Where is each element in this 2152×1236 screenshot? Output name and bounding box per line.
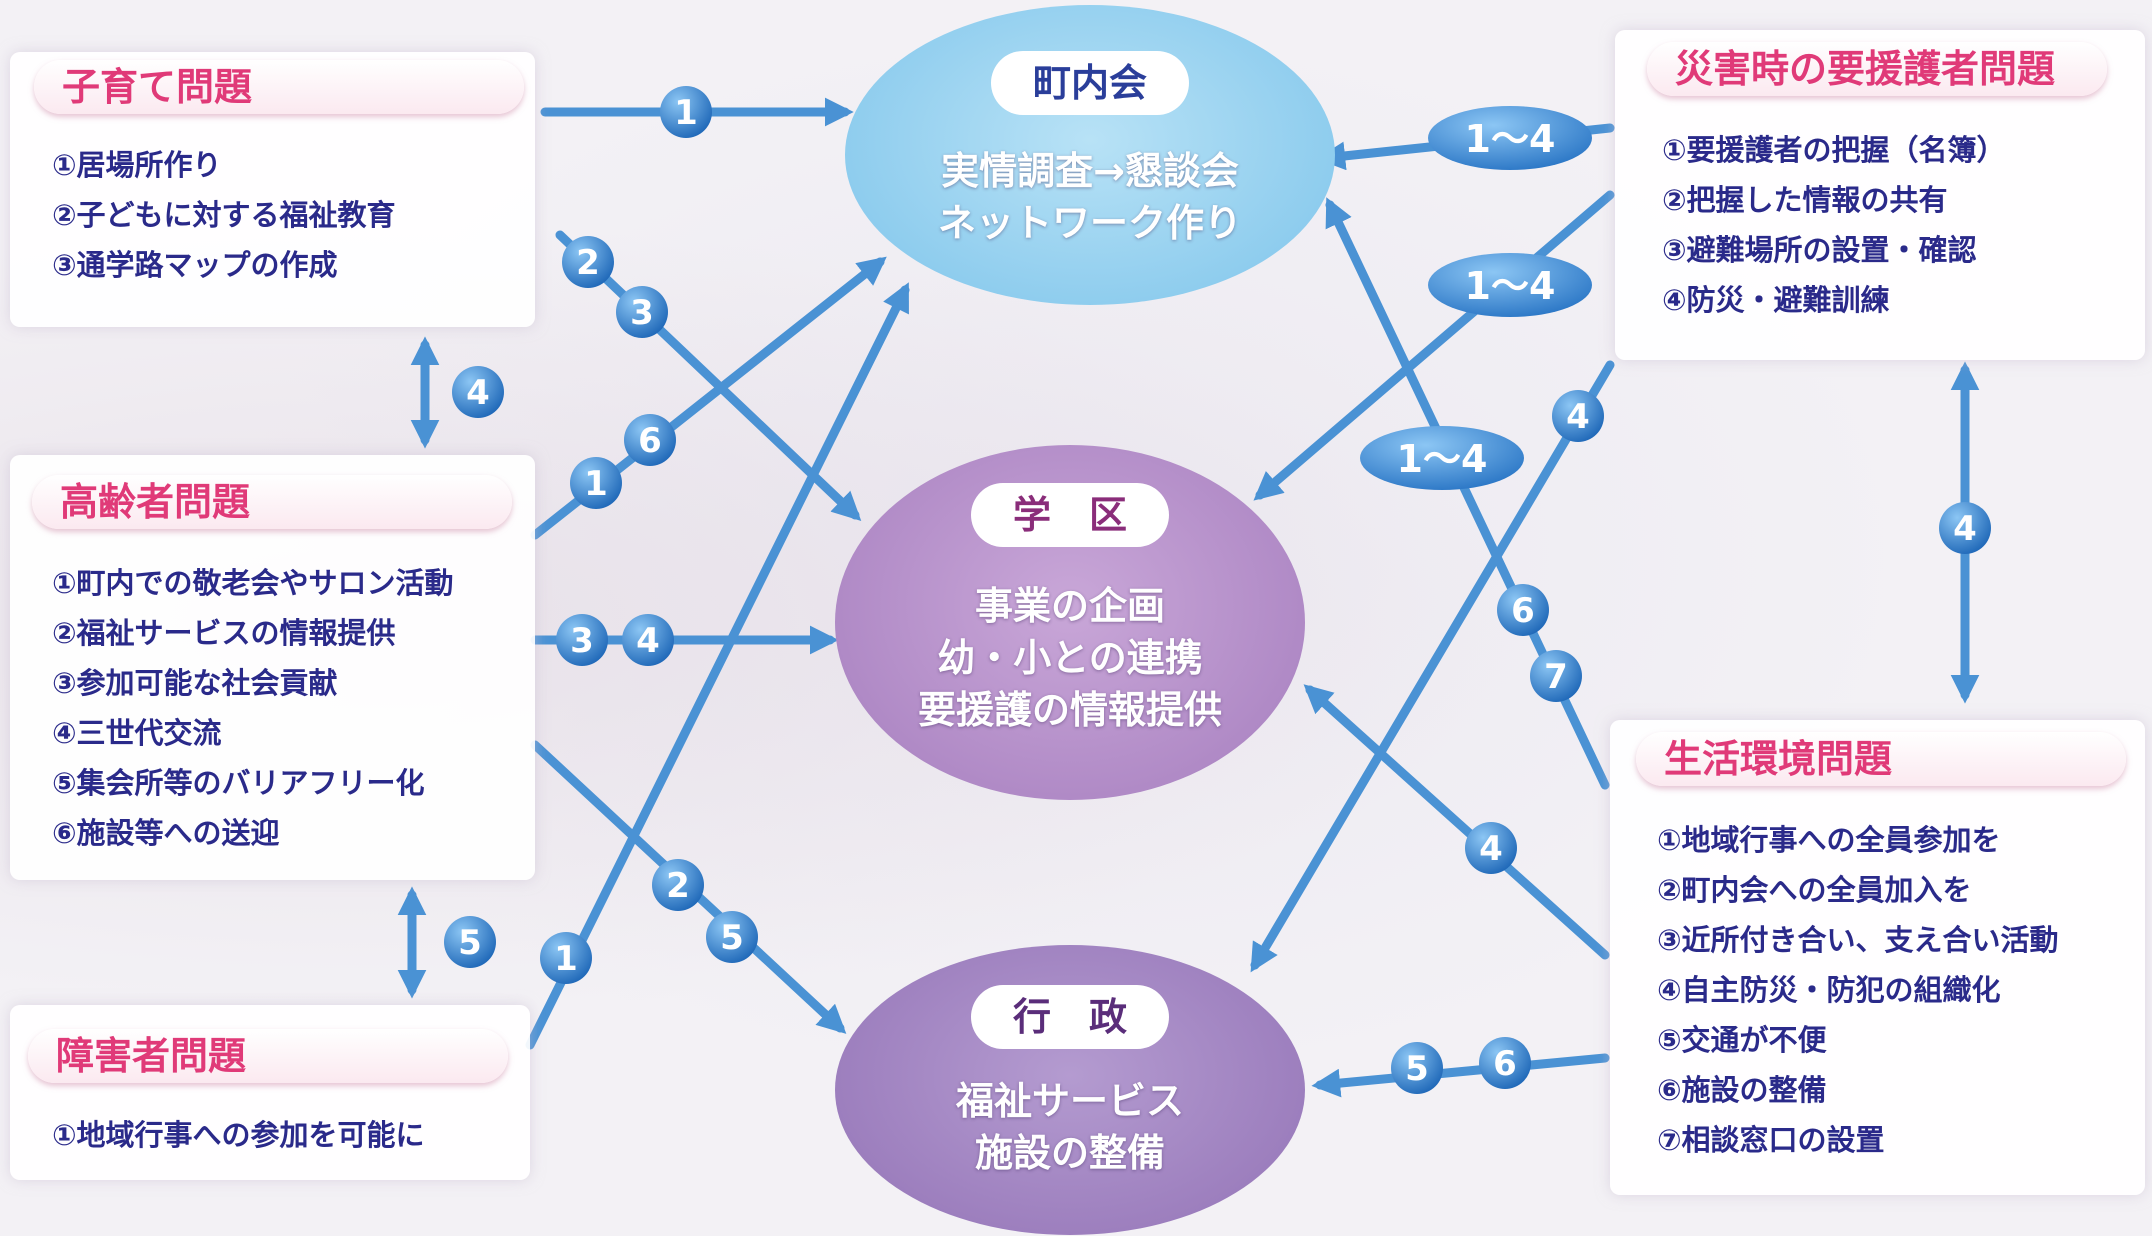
saigai-item-3: ③避難場所の設置・確認 bbox=[1662, 233, 1977, 267]
box-seikatsu: 生活環境問題 ①地域行事への全員参加を ②町内会への全員加入を ③近所付き合い、… bbox=[1610, 720, 2145, 1195]
box-koreisha: 高齢者問題 ①町内での敬老会やサロン活動 ②福祉サービスの情報提供 ③参加可能な… bbox=[10, 455, 535, 880]
badge-saigai-4: 4 bbox=[1552, 390, 1604, 442]
center-gyosei: 行 政 福祉サービス 施設の整備 bbox=[835, 945, 1305, 1235]
box-seikatsu-title: 生活環境問題 bbox=[1636, 732, 2126, 786]
center-gakku: 学 区 事業の企画 幼・小との連携 要援護の情報提供 bbox=[835, 445, 1305, 800]
gakku-line-3: 要援護の情報提供 bbox=[917, 688, 1222, 732]
badge-koreisha-3: 3 bbox=[556, 614, 608, 666]
svg-text:5: 5 bbox=[458, 923, 482, 963]
seikatsu-item-1: ①地域行事への全員参加を bbox=[1657, 823, 2001, 857]
chonaikai-line-2: ネットワーク作り bbox=[937, 201, 1242, 245]
badge-koreisha-2: 2 bbox=[652, 859, 704, 911]
svg-text:2: 2 bbox=[666, 866, 690, 906]
koreisha-item-6: ⑥施設等への送迎 bbox=[52, 816, 280, 850]
badge-seikatsu-4: 4 bbox=[1465, 822, 1517, 874]
box-saigai: 災害時の要援護者問題 ①要援護者の把握（名簿） ②把握した情報の共有 ③避難場所… bbox=[1615, 30, 2145, 360]
koreisha-item-4: ④三世代交流 bbox=[52, 716, 222, 750]
box-saigai-title: 災害時の要援護者問題 bbox=[1647, 42, 2107, 96]
saigai-item-2: ②把握した情報の共有 bbox=[1662, 183, 1948, 217]
seikatsu-item-5: ⑤交通が不便 bbox=[1657, 1023, 1827, 1057]
svg-text:2: 2 bbox=[576, 243, 600, 283]
badge-kosodate-3: 3 bbox=[616, 286, 668, 338]
kosodate-item-3: ③通学路マップの作成 bbox=[52, 248, 338, 282]
arrow-saigai-gakku bbox=[1253, 190, 1615, 501]
gyosei-line-1: 福祉サービス bbox=[955, 1079, 1184, 1123]
center-chonaikai: 町内会 実情調査→懇談会 ネットワーク作り bbox=[845, 5, 1335, 305]
svg-text:4: 4 bbox=[1566, 397, 1590, 437]
seikatsu-item-6: ⑥施設の整備 bbox=[1657, 1073, 1827, 1107]
box-shogaisha-title: 障害者問題 bbox=[28, 1029, 508, 1083]
gakku-title: 学 区 bbox=[970, 483, 1170, 547]
svg-text:4: 4 bbox=[1953, 509, 1977, 549]
svg-text:7: 7 bbox=[1544, 657, 1568, 697]
badge-shogaisha-1: 1 bbox=[540, 932, 592, 984]
svg-text:1～4: 1～4 bbox=[1465, 117, 1556, 161]
badge-seikatsu-5: 5 bbox=[1391, 1042, 1443, 1094]
saigai-item-4: ④防災・避難訓練 bbox=[1662, 283, 1890, 317]
box-koreisha-title: 高齢者問題 bbox=[32, 475, 512, 529]
arrow-kosodate-gakku bbox=[555, 230, 862, 521]
gakku-line-1: 事業の企画 bbox=[974, 584, 1165, 628]
kosodate-item-1: ①居場所作り bbox=[52, 148, 222, 182]
arrow-shogaisha-chonaikai bbox=[525, 282, 910, 1050]
svg-text:1: 1 bbox=[584, 464, 608, 504]
shogaisha-item-1: ①地域行事への参加を可能に bbox=[52, 1118, 425, 1152]
svg-text:5: 5 bbox=[1405, 1049, 1429, 1089]
gakku-line-2: 幼・小との連携 bbox=[937, 636, 1203, 680]
badge-saigai-range-2: 1～4 bbox=[1428, 253, 1592, 317]
svg-text:4: 4 bbox=[466, 373, 490, 413]
svg-text:3: 3 bbox=[570, 621, 594, 661]
arrow-seikatsu-gyosei bbox=[1311, 1053, 1610, 1098]
arrow-saigai-gyosei bbox=[1250, 360, 1615, 973]
koreisha-item-3: ③参加可能な社会貢献 bbox=[52, 666, 338, 700]
badge-koreisha-1: 1 bbox=[570, 457, 622, 509]
svg-text:6: 6 bbox=[638, 421, 662, 461]
badge-koreisha-4: 4 bbox=[622, 614, 674, 666]
gyosei-title: 行 政 bbox=[970, 985, 1170, 1049]
koreisha-item-2: ②福祉サービスの情報提供 bbox=[52, 616, 396, 650]
svg-text:1: 1 bbox=[554, 939, 578, 979]
svg-text:1: 1 bbox=[674, 93, 698, 133]
koreisha-item-1: ①町内での敬老会やサロン活動 bbox=[52, 566, 454, 600]
kosodate-item-2: ②子どもに対する福祉教育 bbox=[52, 198, 396, 232]
badge-seikatsu-6b: 6 bbox=[1479, 1037, 1531, 1089]
seikatsu-item-3: ③近所付き合い、支え合い活動 bbox=[1657, 923, 2059, 957]
badge-kosodate-1: 1 bbox=[660, 86, 712, 138]
svg-text:4: 4 bbox=[1479, 829, 1503, 869]
badge-koreisha-6: 6 bbox=[624, 414, 676, 466]
badge-koreisha-5: 5 bbox=[706, 911, 758, 963]
box-kosodate: 子育て問題 ①居場所作り ②子どもに対する福祉教育 ③通学路マップの作成 bbox=[10, 52, 535, 327]
badge-koreisha-shogaisha-5: 5 bbox=[444, 916, 496, 968]
badge-kosodate-koreisha-4: 4 bbox=[452, 366, 504, 418]
svg-text:1～4: 1～4 bbox=[1397, 437, 1488, 481]
badge-seikatsu-7: 7 bbox=[1530, 650, 1582, 702]
seikatsu-item-7: ⑦相談窓口の設置 bbox=[1657, 1123, 1885, 1157]
badge-saigai-seikatsu-4: 4 bbox=[1939, 502, 1991, 554]
seikatsu-item-2: ②町内会への全員加入を bbox=[1657, 873, 1972, 907]
svg-text:6: 6 bbox=[1511, 591, 1535, 631]
badge-saigai-range-1: 1～4 bbox=[1428, 106, 1592, 170]
box-shogaisha: 障害者問題 ①地域行事への参加を可能に bbox=[10, 1005, 530, 1180]
gyosei-line-2: 施設の整備 bbox=[974, 1131, 1165, 1175]
seikatsu-item-4: ④自主防災・防犯の組織化 bbox=[1657, 973, 2001, 1007]
svg-text:6: 6 bbox=[1493, 1044, 1517, 1084]
badge-seikatsu-6: 6 bbox=[1497, 584, 1549, 636]
koreisha-item-5: ⑤集会所等のバリアフリー化 bbox=[52, 766, 425, 800]
saigai-item-1: ①要援護者の把握（名簿） bbox=[1662, 133, 2006, 167]
svg-text:4: 4 bbox=[636, 621, 660, 661]
chonaikai-line-1: 実情調査→懇談会 bbox=[941, 149, 1239, 193]
svg-text:5: 5 bbox=[720, 918, 744, 958]
arrow-seikatsu-gakku bbox=[1303, 684, 1610, 960]
box-kosodate-title: 子育て問題 bbox=[34, 60, 524, 114]
badge-kosodate-2: 2 bbox=[562, 236, 614, 288]
svg-text:3: 3 bbox=[630, 293, 654, 333]
svg-text:1～4: 1～4 bbox=[1465, 264, 1556, 308]
chonaikai-title: 町内会 bbox=[990, 51, 1190, 115]
badge-seikatsu-range: 1～4 bbox=[1360, 426, 1524, 490]
